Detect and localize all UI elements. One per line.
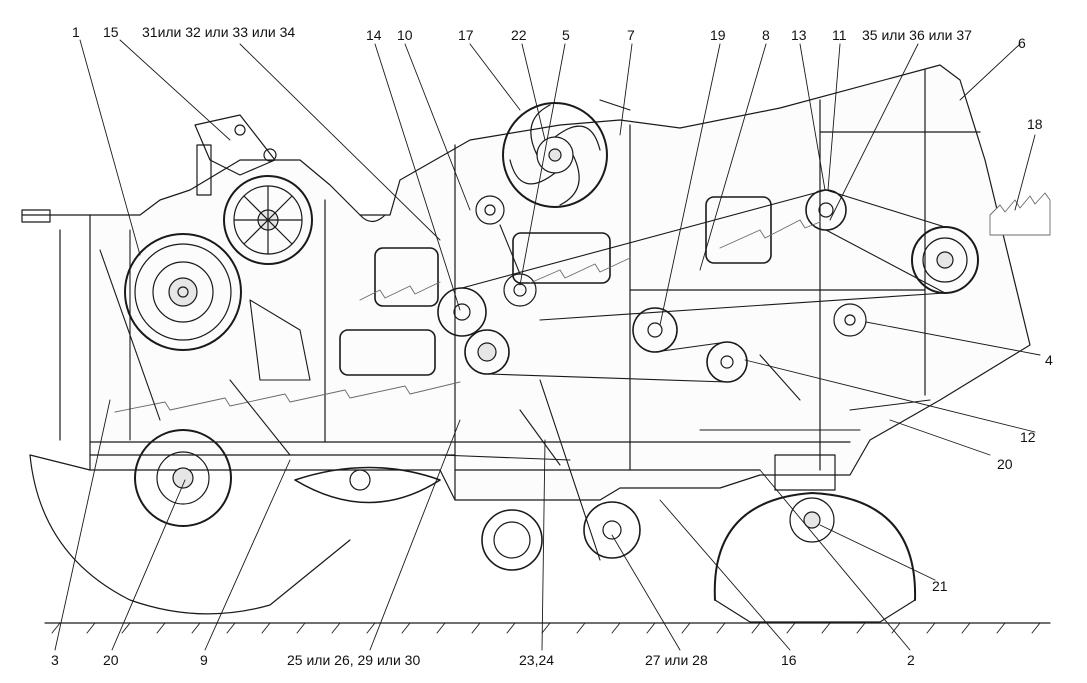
callout-12: 12 bbox=[1020, 429, 1036, 445]
callout-8: 8 bbox=[762, 27, 770, 43]
callout-14: 14 bbox=[366, 27, 382, 43]
rear-wheel bbox=[713, 454, 917, 623]
callout-31-34: 31или 32 или 33 или 34 bbox=[142, 24, 296, 40]
engine-pulley bbox=[223, 175, 313, 265]
pulley-bottom-23 bbox=[481, 509, 543, 571]
linkage-rods bbox=[99, 99, 931, 561]
callout-10: 10 bbox=[397, 27, 413, 43]
callout-11: 11 bbox=[832, 27, 847, 43]
callout-16: 16 bbox=[781, 652, 797, 668]
callout-6: 6 bbox=[1018, 35, 1026, 51]
callout-1: 1 bbox=[72, 24, 80, 40]
callout-9: 9 bbox=[200, 652, 208, 668]
callout-27-28: 27 или 28 bbox=[645, 652, 708, 668]
straw-walkers bbox=[114, 192, 1051, 413]
callout-17: 17 bbox=[458, 27, 474, 43]
callout-20-left: 20 bbox=[103, 652, 119, 668]
pulley-4 bbox=[833, 303, 867, 337]
callout-22: 22 bbox=[511, 27, 527, 43]
leader-lines bbox=[54, 39, 1041, 651]
callout-35-37: 35 или 36 или 37 bbox=[862, 27, 972, 43]
pulley-10 bbox=[475, 195, 505, 225]
callout-3: 3 bbox=[51, 652, 59, 668]
callout-20-right: 20 bbox=[997, 456, 1013, 472]
drive-belts bbox=[461, 189, 946, 383]
callout-21: 21 bbox=[932, 578, 948, 594]
callout-15: 15 bbox=[103, 24, 119, 40]
pulley-bottom-27 bbox=[583, 501, 641, 559]
drive-pulley-left bbox=[124, 233, 242, 351]
inspection-windows bbox=[339, 196, 772, 376]
callout-19: 19 bbox=[710, 27, 726, 43]
callout-4: 4 bbox=[1045, 352, 1053, 368]
callout-2: 2 bbox=[907, 652, 915, 668]
callout-5: 5 bbox=[562, 27, 570, 43]
callout-13: 13 bbox=[791, 27, 807, 43]
ground-line bbox=[44, 622, 1051, 634]
callout-25-30: 25 или 26, 29 или 30 bbox=[287, 652, 421, 668]
callout-18: 18 bbox=[1027, 116, 1043, 132]
hydraulic-linkage bbox=[194, 114, 277, 196]
middle-wheel bbox=[294, 466, 441, 504]
front-wheel bbox=[134, 429, 232, 527]
callout-7: 7 bbox=[627, 27, 635, 43]
callout-23-24: 23,24 bbox=[519, 652, 555, 668]
fan-wheel bbox=[502, 102, 608, 208]
pickup-guard bbox=[21, 209, 351, 615]
